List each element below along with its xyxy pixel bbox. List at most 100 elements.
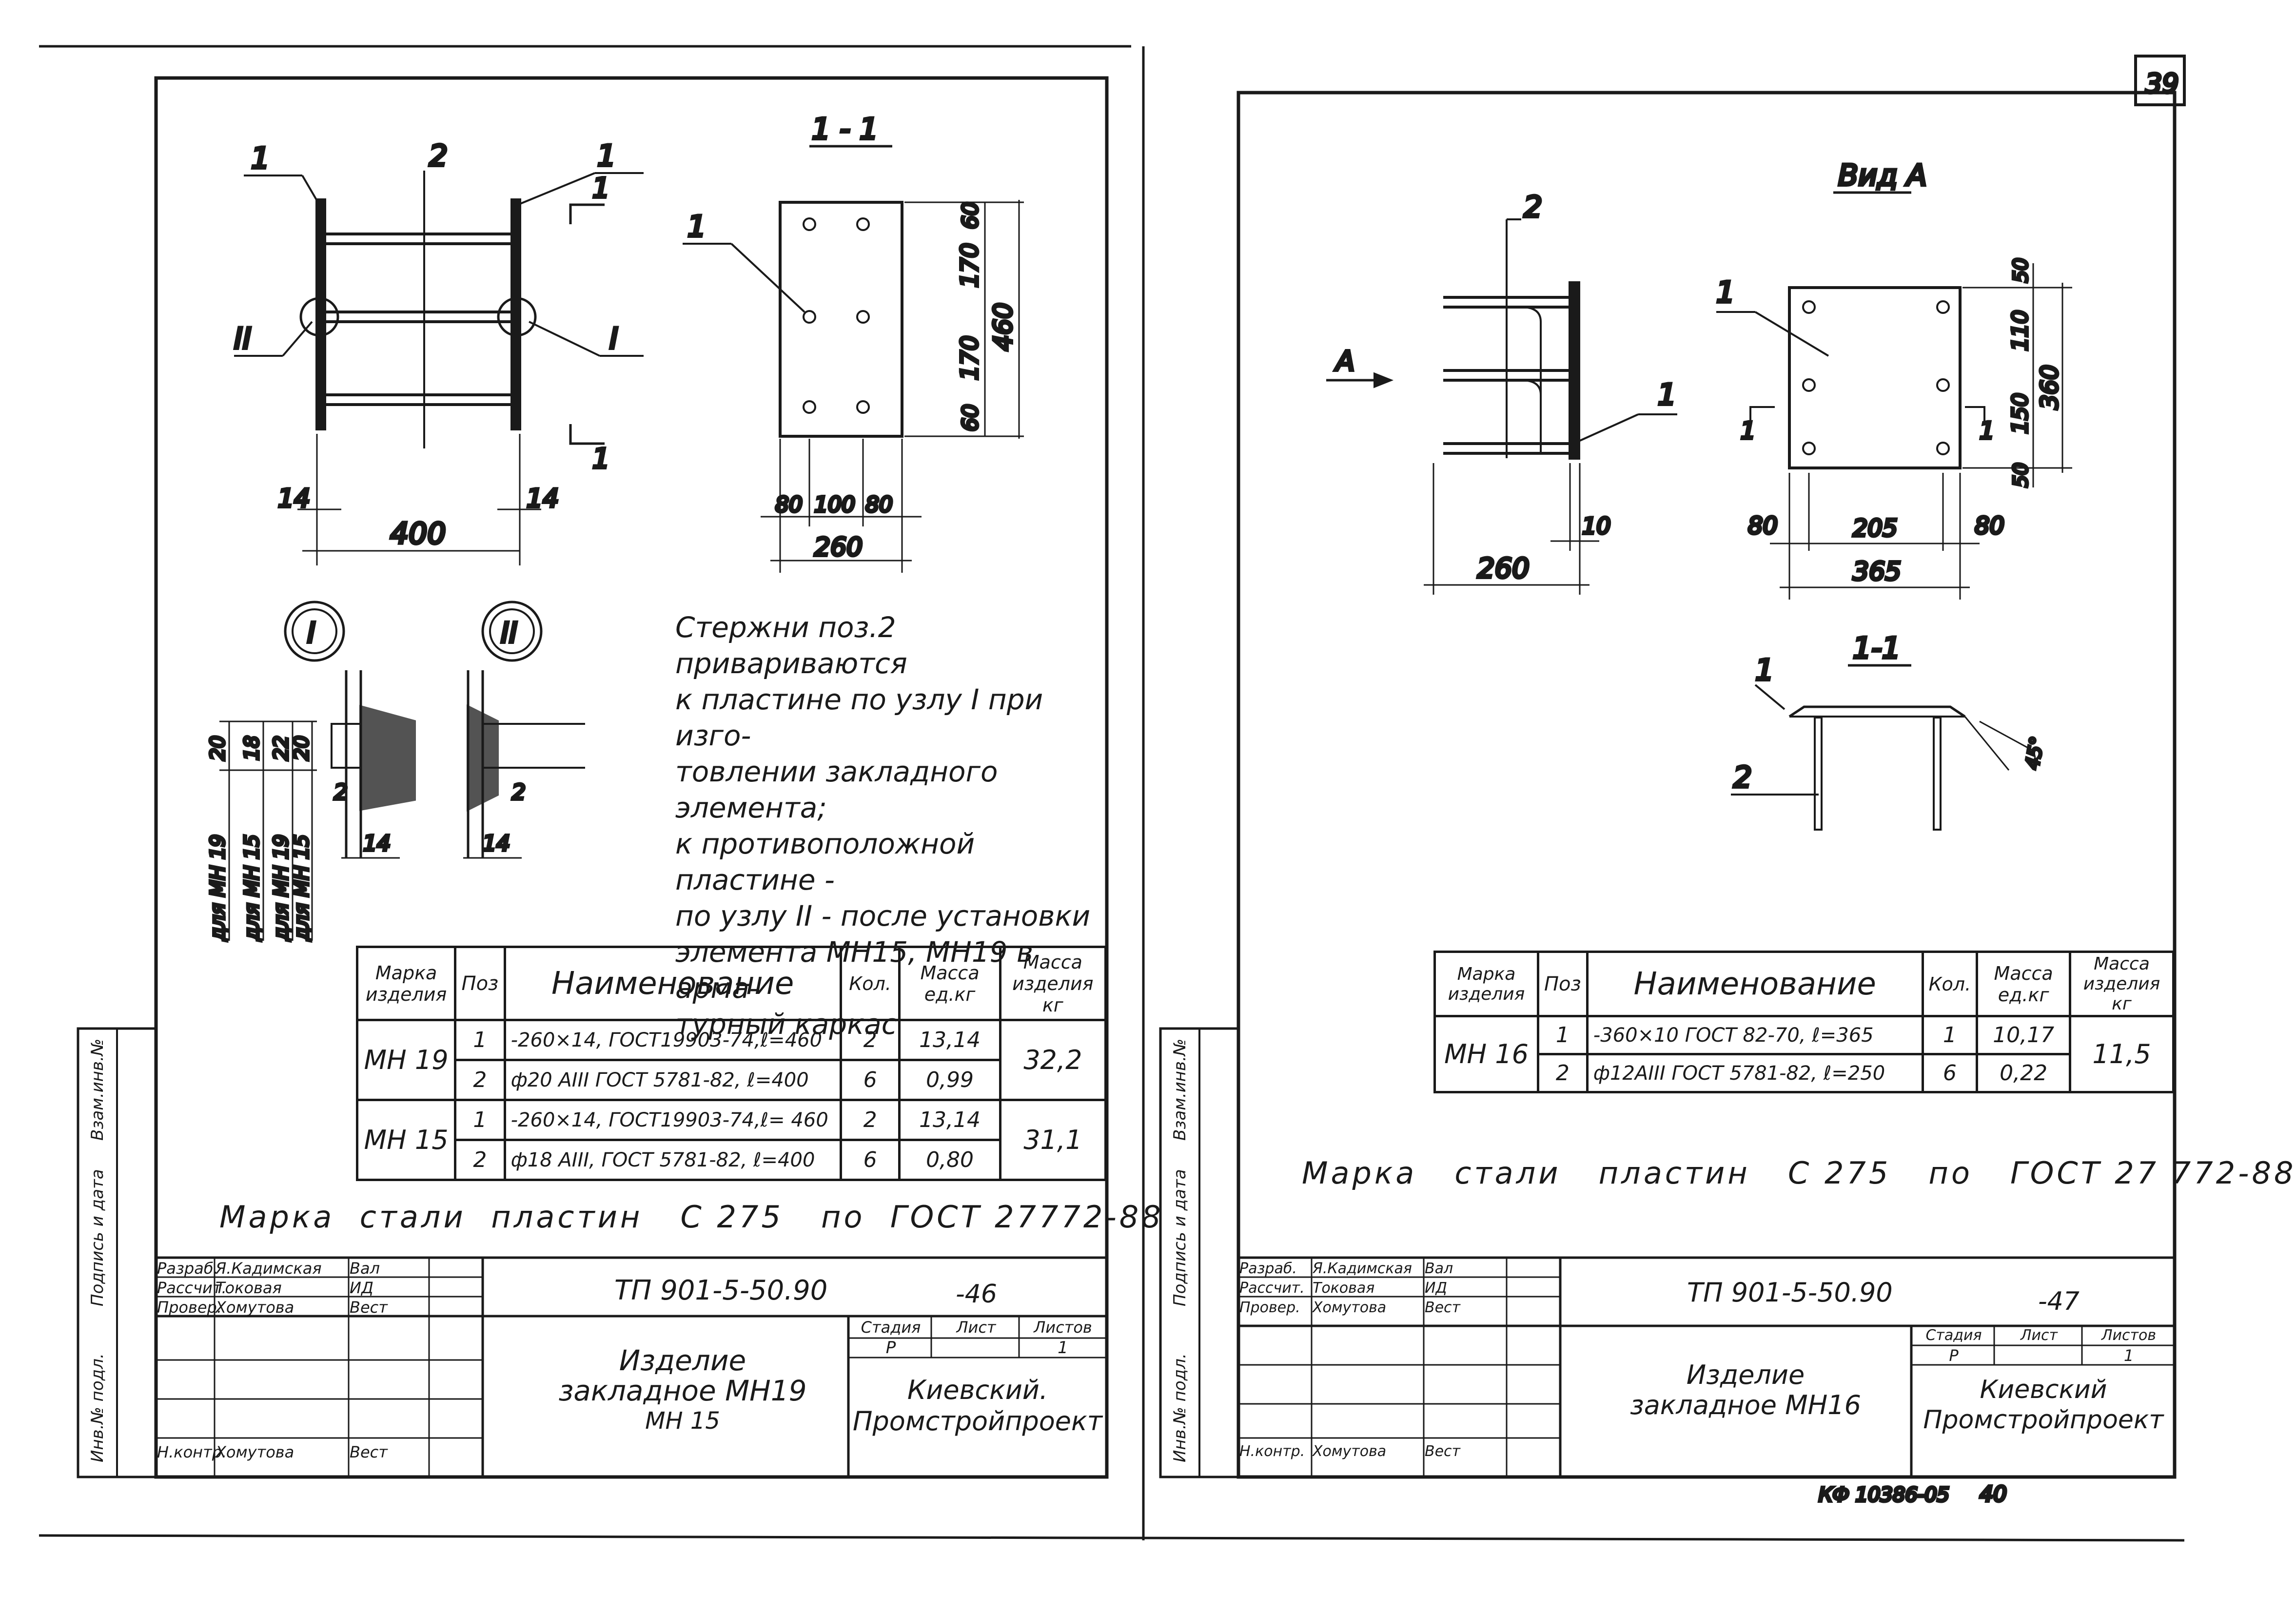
- sheets-value: 1: [1058, 1338, 1068, 1358]
- left-steel-note: Марка стали пластин С 275 по ГОСТ 27772-…: [219, 1199, 1164, 1235]
- tb-row: Рассчит. Токовая ИД: [1239, 1278, 1560, 1298]
- right-section-pos-2: 2: [1733, 760, 1752, 795]
- th-qty: Кол.: [839, 946, 901, 1021]
- tb-row: Рассчит. Токовая ИД: [157, 1278, 483, 1298]
- tb-person: Токовая: [216, 1279, 282, 1297]
- right-pos-1: 1: [1658, 378, 1676, 412]
- right-doc-code: ТП 901-5-50.90: [1687, 1277, 1893, 1308]
- left-dim-400: 400: [390, 517, 446, 551]
- title-line: закладное МН19: [558, 1374, 807, 1407]
- left-dim-v60b: 60: [958, 404, 983, 431]
- left-side-labels: Инв.№ подл. Подпись и дата Взам.инв.№: [83, 1033, 117, 1472]
- tb-sign: Вал: [350, 1259, 380, 1278]
- right-plate-pos-1: 1: [1716, 275, 1735, 310]
- cell-unit: 0,99: [898, 1059, 1001, 1101]
- tb-row: Провер. Хомутова Вест: [1239, 1298, 1560, 1317]
- side-label-sign: Подпись и дата: [1170, 1169, 1190, 1306]
- table-row: 2 ф12АIII ГОСТ 5781-82, ℓ=250 6 0,22: [1435, 1053, 2174, 1093]
- right-dim-h80a: 80: [1748, 512, 1778, 540]
- detail-vlabel-1: для МН 19: [207, 835, 229, 941]
- left-dim-14a: 14: [278, 484, 310, 513]
- side-label-replace: Взам.инв.№: [88, 1038, 107, 1141]
- th-total-mass: Масса изделия кг: [999, 946, 1107, 1021]
- right-stage-header: Стадия Лист Листов: [1912, 1327, 2175, 1344]
- left-dim-v60a: 60: [958, 202, 983, 229]
- right-cut-a: 1: [1741, 417, 1756, 445]
- detail-dim-20a: 20: [207, 736, 229, 760]
- left-stage-values: Р 1: [849, 1338, 1106, 1358]
- org-line: Киевский: [1980, 1375, 2107, 1404]
- note-line: по узлу II - после установки: [675, 899, 1091, 932]
- cell-total: 11,5: [2069, 1015, 2175, 1093]
- stage-hdr: Стадия: [861, 1318, 921, 1337]
- left-sheet-frame: [154, 76, 1109, 1479]
- cell-qty: 6: [839, 1139, 901, 1181]
- right-section-pos-1: 1: [1755, 653, 1774, 687]
- right-dim-260: 260: [1477, 553, 1530, 584]
- stage-hdr: Стадия: [1925, 1327, 1982, 1344]
- table-row: МН 19 1 -260×14, ГОСТ19903-74,ℓ=460 2 13…: [355, 1019, 1107, 1101]
- right-stage-values: Р 1: [1912, 1346, 2175, 1365]
- detail-w14a: 14: [363, 831, 391, 856]
- cell-unit: 13,14: [898, 1019, 1001, 1061]
- note-line: Стержни поз.2 привариваются: [675, 611, 907, 680]
- tb-sign: ИД: [350, 1279, 373, 1297]
- cell-mark: МН 15: [355, 1099, 457, 1181]
- left-pos-1a: 1: [251, 141, 270, 175]
- cell-pos: 2: [454, 1139, 506, 1181]
- left-dim-h80b: 80: [865, 492, 893, 517]
- detail-dim-22: 22: [270, 736, 293, 760]
- table-row: 2 ф18 АIII, ГОСТ 5781-82, ℓ=400 6 0,80: [357, 1139, 1106, 1181]
- tb-role: Н.контр.: [1239, 1443, 1305, 1460]
- archive-page: 40: [1980, 1482, 2007, 1507]
- cell-unit: 0,22: [1976, 1053, 2072, 1093]
- cell-unit: 0,80: [898, 1139, 1001, 1181]
- right-cut-b: 1: [1980, 417, 1995, 445]
- right-doc-suffix: -47: [2038, 1287, 2080, 1316]
- detail-node-I: I: [307, 616, 315, 649]
- title-line: закладное МН16: [1629, 1390, 1861, 1420]
- cell-name: ф18 АIII, ГОСТ 5781-82, ℓ=400: [503, 1139, 842, 1181]
- side-label-replace: Взам.инв.№: [1170, 1038, 1190, 1141]
- left-dim-h260: 260: [814, 533, 863, 562]
- cell-pos: 2: [1536, 1053, 1589, 1093]
- tb-role: Н.контр.: [157, 1443, 227, 1461]
- tb-row: Разраб. Я.Кадимская Вал: [1239, 1259, 1560, 1278]
- tb-role: Разраб.: [157, 1259, 218, 1278]
- sheet-hdr: Лист: [956, 1318, 996, 1337]
- sheets-hdr: Листов: [1034, 1318, 1092, 1337]
- right-tb-people: Разраб. Я.Кадимская Вал Рассчит. Токовая…: [1239, 1259, 1560, 1317]
- tb-person: Хомутова: [216, 1443, 294, 1461]
- title-line: Изделие: [619, 1344, 746, 1377]
- cell-pos: 1: [1536, 1015, 1589, 1055]
- detail-pos2-a: 2: [334, 780, 348, 805]
- left-stage-header: Стадия Лист Листов: [849, 1318, 1106, 1337]
- left-pos-2: 2: [429, 139, 448, 173]
- right-view-title: Вид А: [1838, 158, 1927, 193]
- cell-name: ф12АIII ГОСТ 5781-82, ℓ=250: [1586, 1053, 1924, 1093]
- left-pos-1b: 1: [597, 139, 616, 173]
- right-sheet-frame: [1236, 91, 2177, 1479]
- right-spec-table: Марка изделия Поз Наименование Кол. Масс…: [1433, 951, 2175, 1093]
- left-section-title: 1 - 1: [812, 112, 878, 146]
- title-line: МН 15: [645, 1407, 720, 1435]
- tb-person: Я.Кадимская: [1313, 1260, 1412, 1277]
- right-title-block: [1238, 1256, 2175, 1477]
- tb-sign: Вест: [1425, 1299, 1461, 1316]
- side-label-inv: Инв.№ подл.: [1170, 1353, 1190, 1462]
- side-label-inv: Инв.№ подл.: [88, 1353, 107, 1462]
- tb-sign: Вест: [350, 1298, 388, 1317]
- left-doc-code: ТП 901-5-50.90: [614, 1275, 828, 1306]
- detail-vlabel-3: для МН 19: [270, 835, 293, 941]
- detail-pos2-b: 2: [512, 780, 526, 805]
- left-org: Киевский. Промстройпроект: [849, 1375, 1106, 1437]
- cell-pos: 2: [454, 1059, 506, 1101]
- side-label-sign: Подпись и дата: [88, 1169, 107, 1306]
- cell-qty: 2: [839, 1019, 901, 1061]
- th-name: Наименование: [503, 946, 842, 1021]
- tb-person: Хомутова: [1313, 1299, 1387, 1316]
- right-dim-v150: 150: [2008, 393, 2033, 434]
- cell-total: 32,2: [999, 1019, 1107, 1101]
- th-pos: Поз: [454, 946, 506, 1021]
- cell-pos: 1: [454, 1099, 506, 1141]
